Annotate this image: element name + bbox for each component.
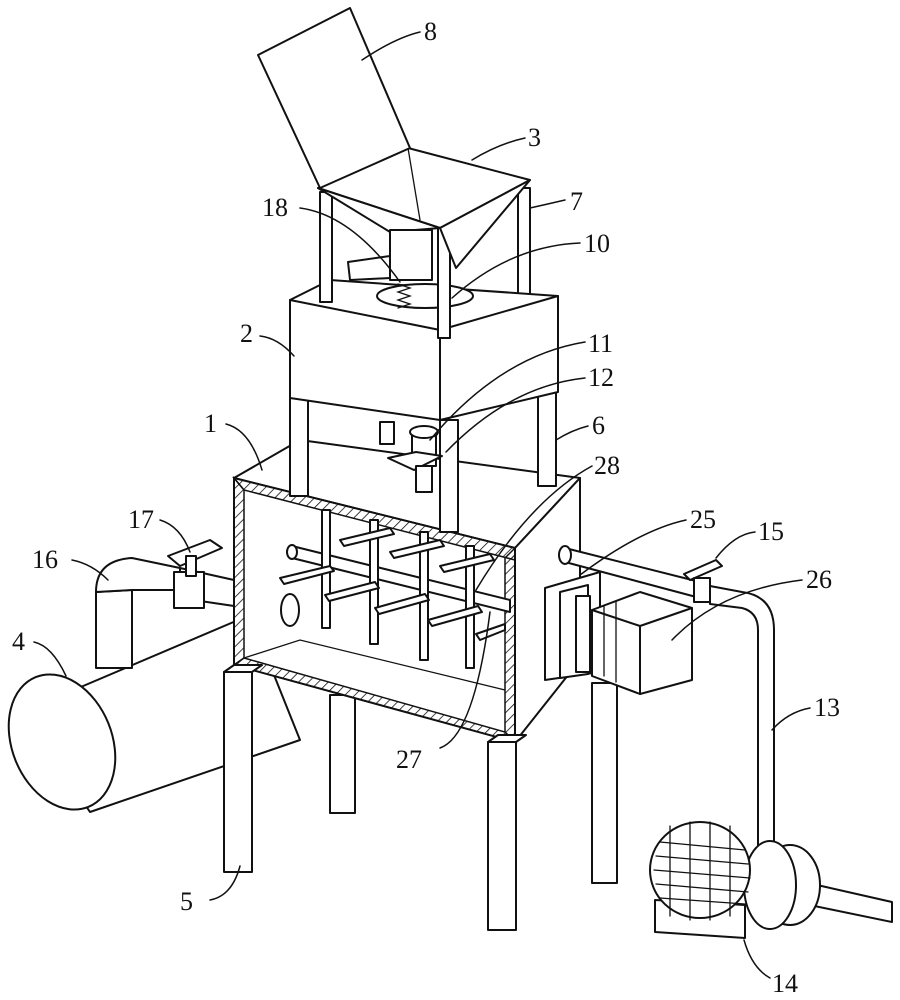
front-legs [223, 664, 527, 931]
callout-1: 1 [204, 409, 217, 438]
callout-6: 6 [592, 411, 605, 440]
back-legs [329, 682, 618, 884]
callout-5: 5 [180, 887, 193, 916]
stirring-assembly [279, 509, 511, 669]
hopper-frame-back [517, 187, 531, 297]
callout-labels: 8 3 7 18 10 2 11 12 1 6 28 17 25 15 16 2… [12, 17, 840, 998]
callout-2: 2 [240, 319, 253, 348]
callout-14: 14 [772, 969, 798, 998]
motor [591, 591, 693, 695]
support-legs [289, 391, 557, 533]
hopper [317, 147, 531, 339]
callout-13: 13 [814, 693, 840, 722]
callout-16: 16 [32, 545, 58, 574]
callout-18: 18 [262, 193, 288, 222]
callout-4: 4 [12, 627, 25, 656]
callout-28: 28 [594, 451, 620, 480]
pump [649, 821, 893, 939]
leader-lines [33, 31, 811, 979]
callout-26: 26 [806, 565, 832, 594]
callout-10: 10 [584, 229, 610, 258]
callout-25: 25 [690, 505, 716, 534]
callout-11: 11 [588, 329, 613, 358]
right-pipe [558, 545, 775, 869]
callout-12: 12 [588, 363, 614, 392]
callout-27: 27 [396, 745, 422, 774]
callout-15: 15 [758, 517, 784, 546]
callout-8: 8 [424, 17, 437, 46]
hopper-lid [257, 7, 411, 189]
callout-7: 7 [570, 187, 583, 216]
callout-17: 17 [128, 505, 154, 534]
discharge-valve [379, 421, 443, 493]
left-pipe [95, 539, 235, 669]
mixing-box [231, 439, 581, 744]
callout-3: 3 [528, 123, 541, 152]
